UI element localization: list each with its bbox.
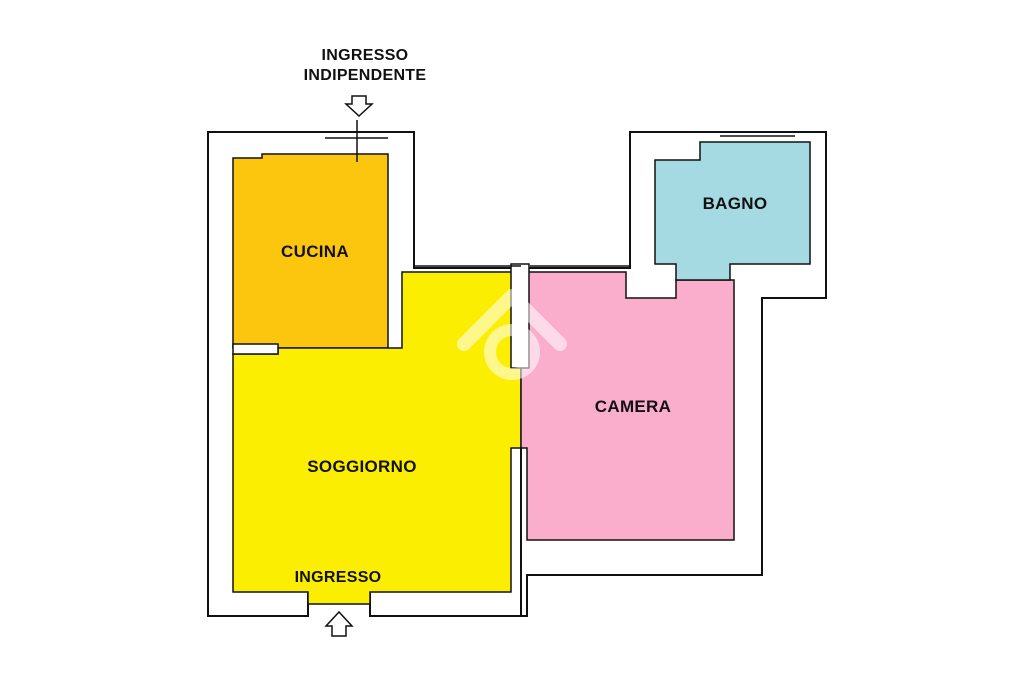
room-label-cucina: CUCINA (281, 242, 349, 261)
room-label-camera: CAMERA (594, 397, 672, 416)
wall-stub-cucina (232, 343, 279, 355)
up-arrow-icon (324, 610, 354, 637)
main-entrance-label: INGRESSO (294, 569, 382, 586)
independent-entrance-label: INGRESSO INDIPENDENTE (304, 46, 427, 86)
room-label-bagno: BAGNO (702, 194, 768, 213)
house-logo-watermark (457, 289, 567, 380)
room-bagno (654, 141, 811, 281)
independent-entrance-line2: INDIPENDENTE (303, 67, 427, 84)
room-camera (520, 271, 735, 541)
independent-entrance-line1: INGRESSO (321, 47, 409, 64)
down-arrow-icon (344, 95, 374, 118)
room-label-soggiorno: SOGGIORNO (307, 457, 417, 476)
